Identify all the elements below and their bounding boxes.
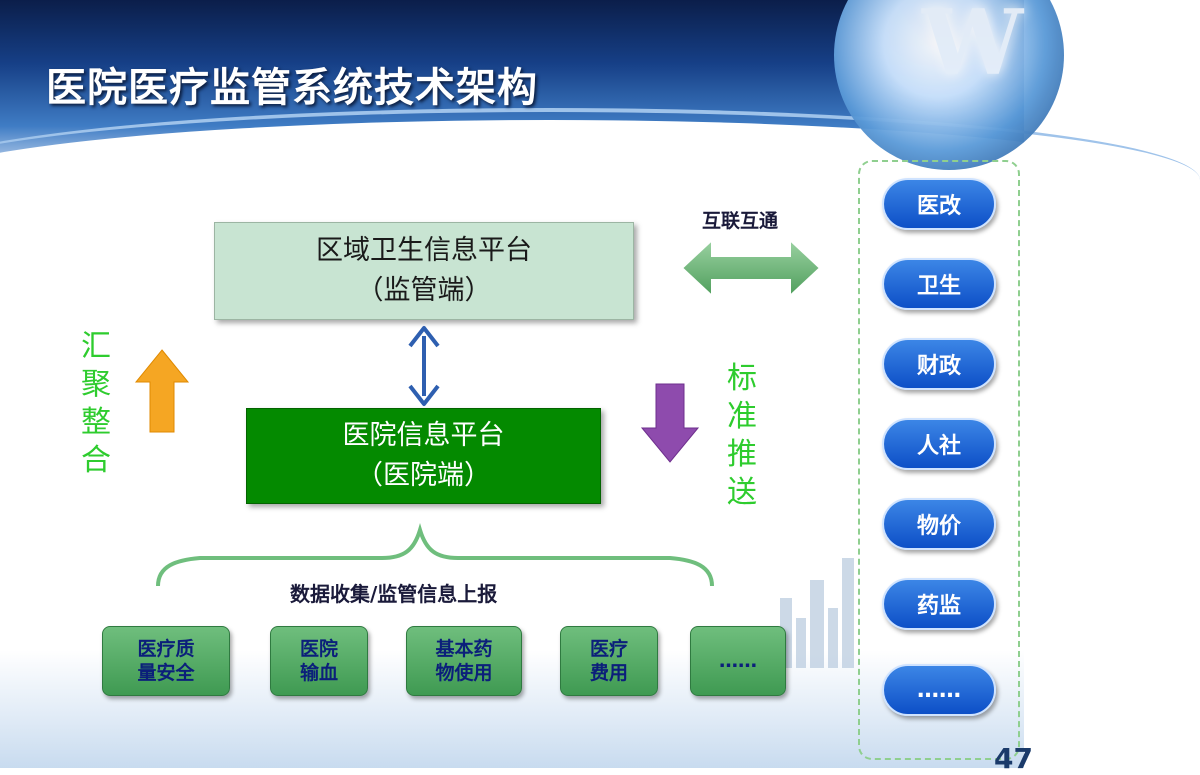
agency-pill: 医改 (882, 178, 996, 230)
regional-platform-sub: （监管端） (356, 275, 492, 306)
aggregate-vertical-label: 汇 聚 整 合 (80, 328, 112, 480)
source-text: 基本药 (435, 638, 493, 660)
skyline-building (842, 558, 854, 668)
source-text: 量安全 (137, 662, 195, 684)
push-char: 标 (727, 361, 757, 396)
source-more: …… (690, 626, 786, 696)
source-text: 医疗 (589, 638, 628, 660)
regional-platform-box: 区域卫生信息平台 （监管端） (214, 222, 634, 320)
skyline-building (828, 608, 838, 668)
skyline-building (796, 618, 806, 668)
source-text: 费用 (589, 662, 628, 684)
hospital-platform-sub: （医院端） (356, 460, 491, 491)
source-essential-drugs: 基本药物使用 (406, 626, 522, 696)
hospital-platform-box: 医院信息平台 （医院端） (246, 408, 601, 504)
header-wave-line (0, 108, 1200, 252)
agency-pill: 财政 (882, 338, 996, 390)
agency-pill: 药监 (882, 578, 996, 630)
aggregate-char: 整 (81, 405, 111, 440)
source-text: 医院 (299, 638, 338, 660)
regional-platform-name: 区域卫生信息平台 (316, 235, 532, 266)
aggregate-char: 汇 (81, 329, 111, 364)
push-down-arrow-icon (640, 383, 700, 463)
source-blood-transfusion: 医院输血 (270, 626, 368, 696)
page-number: 47 (994, 742, 1033, 775)
push-char: 推 (727, 437, 757, 472)
aggregate-char: 聚 (81, 367, 111, 402)
push-char: 送 (727, 475, 757, 510)
agency-pill: …… (882, 664, 996, 716)
interconnect-label: 互联互通 (702, 210, 779, 232)
skyline-building (810, 580, 824, 668)
agency-pill: 物价 (882, 498, 996, 550)
aggregate-char: 合 (81, 443, 111, 478)
aggregate-up-arrow-icon (134, 349, 190, 433)
source-medical-costs: 医疗费用 (560, 626, 658, 696)
push-char: 准 (727, 399, 757, 434)
source-text: 物使用 (435, 662, 493, 684)
hospital-platform-name: 医院信息平台 (342, 420, 505, 451)
source-text: …… (719, 650, 757, 672)
agency-pill: 人社 (882, 418, 996, 470)
source-quality-safety: 医疗质量安全 (102, 626, 230, 696)
bidirectional-link-arrow-icon (408, 326, 440, 406)
agency-column (858, 160, 1020, 760)
standard-push-vertical-label: 标 准 推 送 (726, 360, 758, 512)
source-text: 输血 (299, 662, 338, 684)
data-collection-label: 数据收集/监管信息上报 (290, 582, 498, 606)
source-text: 医疗质 (137, 638, 195, 660)
agency-pill: 卫生 (882, 258, 996, 310)
slide-title: 医院医疗监管系统技术架构 (46, 65, 538, 111)
